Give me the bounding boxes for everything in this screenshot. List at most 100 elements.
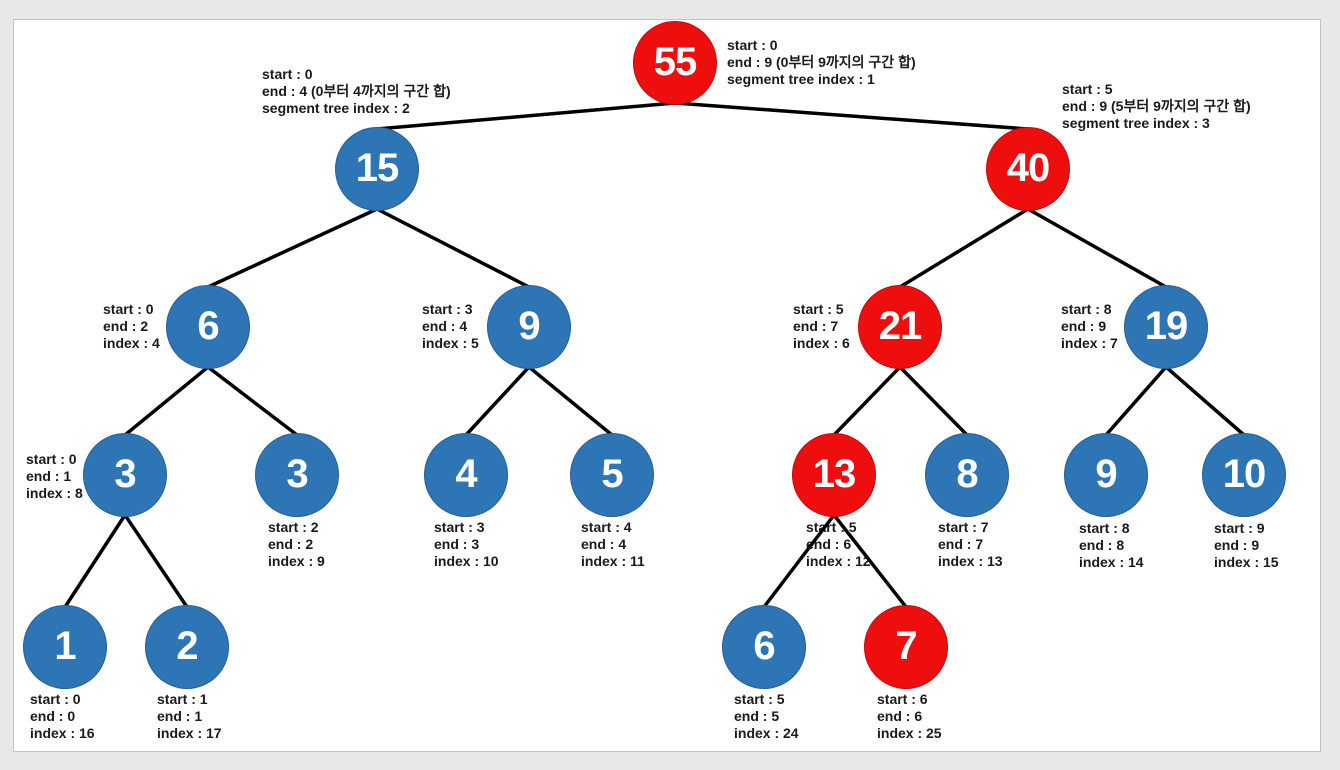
- node-value: 7: [895, 623, 917, 668]
- node-value: 13: [812, 451, 856, 496]
- tree-node-12: 13: [792, 433, 876, 517]
- label-line: index : 17: [157, 725, 222, 741]
- node-value: 8: [956, 451, 978, 496]
- label-line: start : 0: [727, 37, 778, 53]
- node-label-1: start : 0 end : 9 (0부터 9까지의 구간 합) segmen…: [727, 37, 916, 88]
- label-line: segment tree index : 1: [727, 71, 875, 87]
- label-line: end : 4: [581, 536, 627, 552]
- label-line: start : 8: [1061, 301, 1112, 317]
- node-label-4: start : 0 end : 2 index : 4: [103, 301, 160, 352]
- label-line: end : 2: [103, 318, 149, 334]
- label-line: end : 1: [26, 468, 72, 484]
- label-line: end : 9: [1061, 318, 1107, 334]
- label-line: end : 7: [793, 318, 839, 334]
- tree-node-25: 7: [864, 605, 948, 689]
- label-line: end : 6: [806, 536, 852, 552]
- label-line: index : 13: [938, 553, 1003, 569]
- label-line: index : 25: [877, 725, 942, 741]
- label-line: index : 8: [26, 485, 83, 501]
- node-value: 6: [753, 623, 775, 668]
- label-line: start : 8: [1079, 520, 1130, 536]
- node-value: 19: [1144, 303, 1188, 348]
- label-line: start : 5: [793, 301, 844, 317]
- label-line: start : 0: [262, 66, 313, 82]
- node-label-25: start : 6 end : 6 index : 25: [877, 691, 942, 742]
- tree-node-16: 1: [23, 605, 107, 689]
- node-label-14: start : 8 end : 8 index : 14: [1079, 520, 1144, 571]
- label-line: index : 7: [1061, 335, 1118, 351]
- label-line: index : 11: [581, 553, 645, 569]
- node-label-24: start : 5 end : 5 index : 24: [734, 691, 799, 742]
- node-label-5: start : 3 end : 4 index : 5: [422, 301, 479, 352]
- label-line: index : 24: [734, 725, 799, 741]
- node-label-8: start : 0 end : 1 index : 8: [26, 451, 83, 502]
- label-line: end : 9 (0부터 9까지의 구간 합): [727, 54, 916, 70]
- tree-node-17: 2: [145, 605, 229, 689]
- label-line: segment tree index : 2: [262, 100, 410, 116]
- node-label-16: start : 0 end : 0 index : 16: [30, 691, 95, 742]
- label-line: end : 9 (5부터 9까지의 구간 합): [1062, 98, 1251, 114]
- node-label-2: start : 0 end : 4 (0부터 4까지의 구간 합) segmen…: [262, 66, 451, 117]
- tree-node-15: 10: [1202, 433, 1286, 517]
- label-line: index : 6: [793, 335, 850, 351]
- label-line: start : 5: [734, 691, 785, 707]
- node-label-12: start : 5 end : 6 index : 12: [806, 519, 871, 570]
- node-value: 4: [455, 451, 477, 496]
- label-line: index : 9: [268, 553, 325, 569]
- node-value: 3: [286, 451, 308, 496]
- node-label-13: start : 7 end : 7 index : 13: [938, 519, 1003, 570]
- node-value: 1: [54, 623, 76, 668]
- label-line: start : 5: [1062, 81, 1113, 97]
- node-value: 2: [176, 623, 198, 668]
- node-value: 9: [518, 303, 540, 348]
- label-line: end : 5: [734, 708, 780, 724]
- node-value: 3: [114, 451, 136, 496]
- label-line: start : 9: [1214, 520, 1265, 536]
- label-line: index : 12: [806, 553, 871, 569]
- tree-node-9: 3: [255, 433, 339, 517]
- node-value: 5: [601, 451, 623, 496]
- node-value: 10: [1222, 451, 1266, 496]
- tree-node-14: 9: [1064, 433, 1148, 517]
- label-line: end : 6: [877, 708, 923, 724]
- label-line: end : 4: [422, 318, 468, 334]
- node-label-9: start : 2 end : 2 index : 9: [268, 519, 325, 570]
- tree-node-10: 4: [424, 433, 508, 517]
- label-line: start : 6: [877, 691, 928, 707]
- tree-node-2: 15: [335, 127, 419, 211]
- tree-node-3: 40: [986, 127, 1070, 211]
- label-line: end : 7: [938, 536, 984, 552]
- tree-node-11: 5: [570, 433, 654, 517]
- node-label-3: start : 5 end : 9 (5부터 9까지의 구간 합) segmen…: [1062, 81, 1251, 132]
- label-line: segment tree index : 3: [1062, 115, 1210, 131]
- label-line: start : 0: [26, 451, 77, 467]
- label-line: start : 2: [268, 519, 319, 535]
- tree-node-6: 21: [858, 285, 942, 369]
- label-line: end : 4 (0부터 4까지의 구간 합): [262, 83, 451, 99]
- label-line: end : 0: [30, 708, 76, 724]
- node-label-10: start : 3 end : 3 index : 10: [434, 519, 499, 570]
- tree-node-5: 9: [487, 285, 571, 369]
- tree-node-8: 3: [83, 433, 167, 517]
- tree-node-4: 6: [166, 285, 250, 369]
- label-line: index : 14: [1079, 554, 1144, 570]
- node-label-7: start : 8 end : 9 index : 7: [1061, 301, 1118, 352]
- label-line: index : 10: [434, 553, 499, 569]
- label-line: index : 5: [422, 335, 479, 351]
- label-line: start : 0: [103, 301, 154, 317]
- node-value: 15: [355, 145, 399, 190]
- label-line: index : 16: [30, 725, 95, 741]
- node-value: 55: [653, 39, 697, 84]
- node-label-17: start : 1 end : 1 index : 17: [157, 691, 222, 742]
- label-line: end : 1: [157, 708, 203, 724]
- label-line: end : 3: [434, 536, 480, 552]
- node-value: 6: [197, 303, 219, 348]
- label-line: start : 0: [30, 691, 81, 707]
- label-line: start : 4: [581, 519, 632, 535]
- label-line: index : 15: [1214, 554, 1279, 570]
- label-line: start : 5: [806, 519, 857, 535]
- label-line: start : 1: [157, 691, 208, 707]
- label-line: end : 9: [1214, 537, 1260, 553]
- node-label-11: start : 4 end : 4 index : 11: [581, 519, 645, 570]
